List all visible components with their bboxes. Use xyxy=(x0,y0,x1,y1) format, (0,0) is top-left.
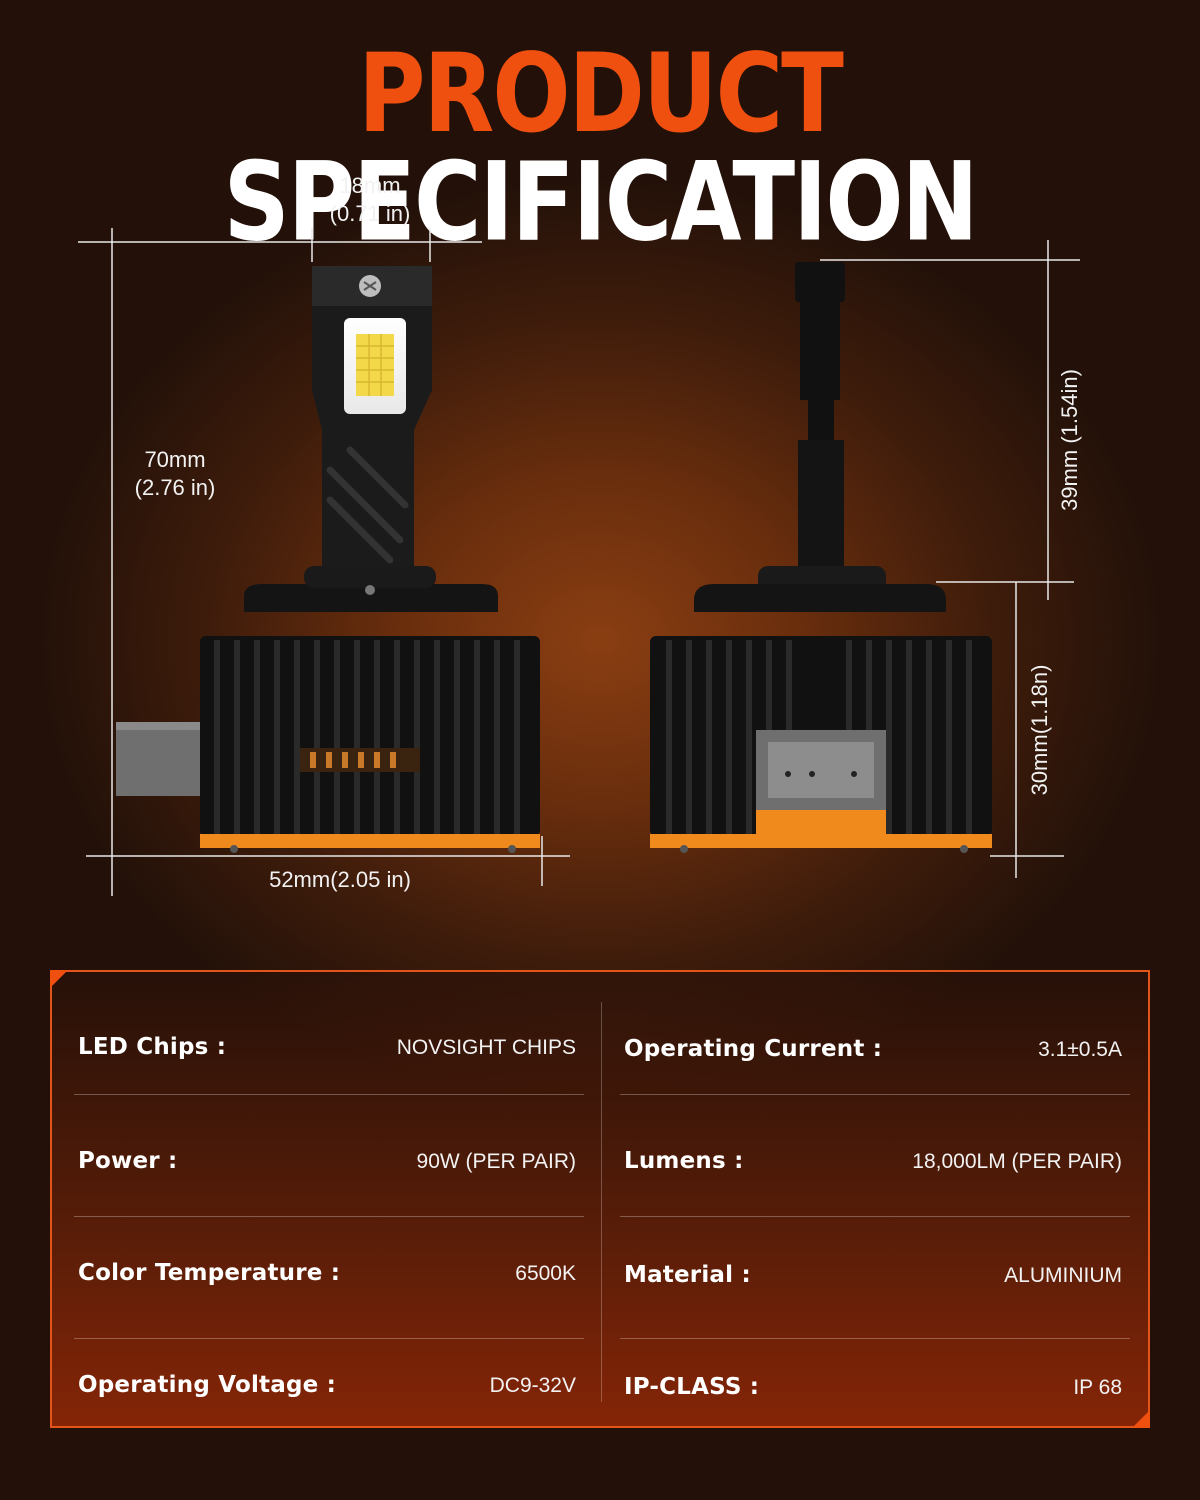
row-separator xyxy=(74,1338,584,1339)
spec-label: IP-CLASS : xyxy=(624,1374,760,1400)
corner-accent-bottom-right xyxy=(1132,1410,1150,1428)
spec-row-ip-class: IP-CLASS : IP 68 xyxy=(620,1374,1130,1404)
spec-label: Operating Voltage : xyxy=(78,1372,337,1398)
dim-height-total-in: (2.76 in) xyxy=(134,475,216,500)
page-title: PRODUCT SPECIFICATION xyxy=(0,39,1200,257)
spec-value: 18,000LM (PER PAIR) xyxy=(912,1150,1122,1173)
row-separator xyxy=(620,1338,1130,1339)
title-specification: SPECIFICATION xyxy=(223,139,978,266)
product-illustration xyxy=(78,228,1080,896)
spec-row-operating-current: Operating Current : 3.1±0.5A xyxy=(620,1036,1130,1066)
mounting-flange-side xyxy=(694,584,946,612)
bulb-front-view xyxy=(116,266,540,853)
dimension-lines xyxy=(78,228,1080,896)
row-separator xyxy=(74,1094,584,1095)
spec-label: LED Chips : xyxy=(78,1034,227,1060)
dim-height-lower: 30mm(1.18n) xyxy=(1027,664,1052,796)
dim-height-upper: 39mm (1.54in) xyxy=(1057,369,1082,511)
dim-height-total: 70mm (2.76 in) xyxy=(100,446,250,502)
spec-label: Material : xyxy=(624,1262,751,1288)
spec-value: ALUMINIUM xyxy=(1004,1264,1122,1287)
dim-width-top-in: (0.71 in) xyxy=(329,201,411,226)
spec-panel: LED Chips : NOVSIGHT CHIPS Power : 90W (… xyxy=(50,970,1150,1428)
dim-width-base: 52mm(2.05 in) xyxy=(269,867,411,892)
spec-row-power: Power : 90W (PER PAIR) xyxy=(74,1148,584,1178)
mounting-flange xyxy=(244,584,498,612)
spec-label: Power : xyxy=(78,1148,178,1174)
spec-row-operating-voltage: Operating Voltage : DC9-32V xyxy=(74,1372,584,1402)
dim-width-top: 18mm (0.71 in) xyxy=(290,172,450,228)
spec-label: Color Temperature : xyxy=(78,1260,341,1286)
row-separator xyxy=(74,1216,584,1217)
row-separator xyxy=(620,1094,1130,1095)
spec-value: IP 68 xyxy=(1073,1376,1122,1399)
dim-width-top-mm: 18mm xyxy=(339,173,401,198)
spec-value: NOVSIGHT CHIPS xyxy=(396,1036,576,1059)
heatsink xyxy=(200,636,540,836)
led-housing xyxy=(312,266,432,566)
spec-row-color-temperature: Color Temperature : 6500K xyxy=(74,1260,584,1290)
spec-label: Operating Current : xyxy=(624,1036,883,1062)
spec-value: 90W (PER PAIR) xyxy=(416,1150,576,1173)
orange-base-side xyxy=(650,834,992,848)
column-divider xyxy=(601,1002,602,1402)
spec-value: 6500K xyxy=(515,1262,576,1285)
corner-accent-top-left xyxy=(50,970,68,988)
spec-row-lumens: Lumens : 18,000LM (PER PAIR) xyxy=(620,1148,1130,1178)
title-product: PRODUCT xyxy=(358,30,844,157)
spec-label: Lumens : xyxy=(624,1148,744,1174)
orange-base xyxy=(200,834,540,848)
bulb-side-view xyxy=(650,262,992,853)
spec-value: 3.1±0.5A xyxy=(1038,1038,1122,1061)
dim-height-total-mm: 70mm xyxy=(144,447,206,472)
plug-connector xyxy=(116,722,206,796)
spec-row-material: Material : ALUMINIUM xyxy=(620,1262,1130,1292)
spec-value: DC9-32V xyxy=(489,1374,576,1397)
row-separator xyxy=(620,1216,1130,1217)
spec-row-led-chips: LED Chips : NOVSIGHT CHIPS xyxy=(74,1034,584,1064)
